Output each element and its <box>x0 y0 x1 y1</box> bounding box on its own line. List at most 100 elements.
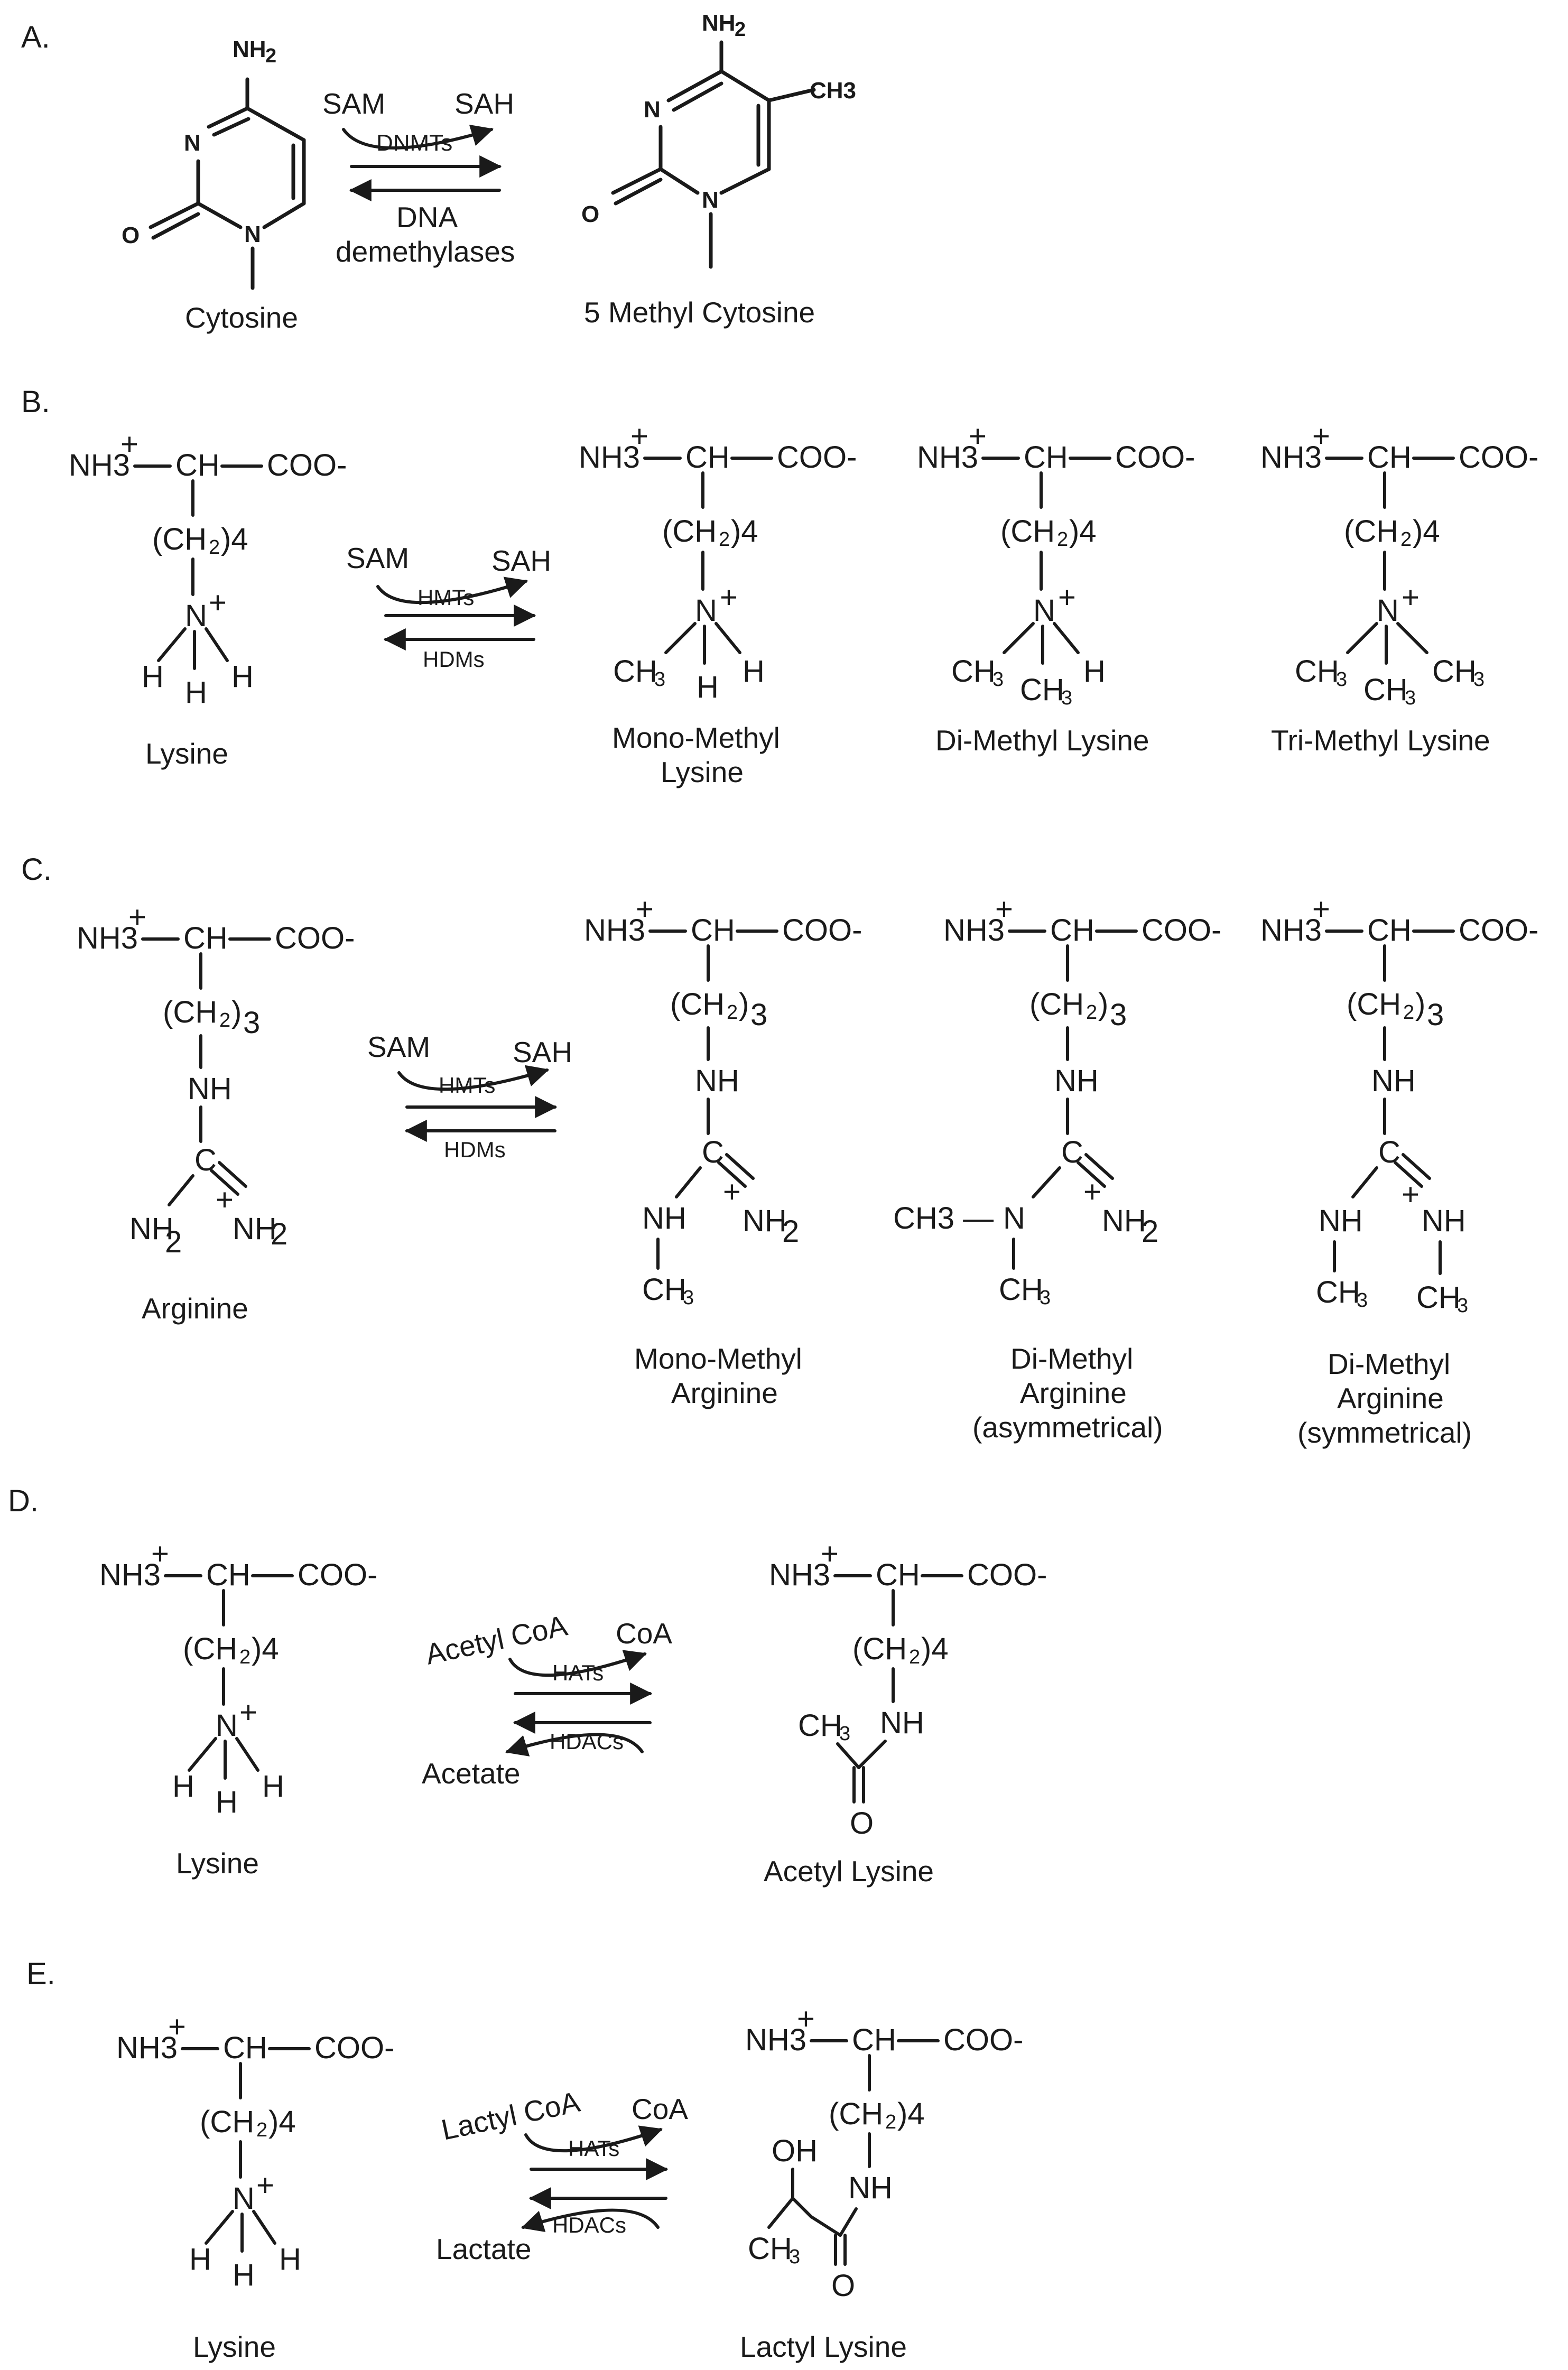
svg-text:+: + <box>1402 1177 1419 1212</box>
svg-text:COO-: COO- <box>275 921 355 955</box>
svg-text:(CH: (CH <box>152 522 207 556</box>
reaction-a-reverse-enzyme-1: DNA <box>396 201 458 234</box>
svg-text:CH: CH <box>1024 440 1068 475</box>
svg-text:N: N <box>185 599 207 633</box>
svg-text:N: N <box>233 2181 255 2216</box>
svg-text:Arginine: Arginine <box>1337 1382 1444 1415</box>
svg-text:NH: NH <box>233 1212 277 1246</box>
svg-text:Arginine: Arginine <box>1020 1377 1127 1409</box>
cytosine-o: O <box>122 222 140 248</box>
reaction-d: Acetyl CoA CoA HATs HDACs Acetate <box>422 1609 672 1790</box>
svg-text:3: 3 <box>243 1006 260 1040</box>
svg-text:2: 2 <box>1057 528 1068 551</box>
svg-text:Mono-Methyl: Mono-Methyl <box>612 721 780 754</box>
svg-text:CH: CH <box>798 1708 842 1743</box>
svg-text:+: + <box>168 2010 186 2044</box>
svg-text:CH: CH <box>1416 1280 1461 1315</box>
svg-text:CH: CH <box>1020 673 1064 707</box>
svg-text:NH: NH <box>642 1201 686 1235</box>
svg-text:CH: CH <box>206 1558 250 1592</box>
svg-text:+: + <box>821 1537 839 1571</box>
svg-text:CH: CH <box>642 1272 686 1307</box>
svg-text:2: 2 <box>1403 1001 1414 1024</box>
cytosine-structure: NH 2 N N O Cytosine <box>122 36 306 334</box>
svg-text:2: 2 <box>909 1646 920 1668</box>
symmetric-di-methyl-arginine-structure: NH3 + CH COO- (CH 2 ) 3 NH C NH + NH CH … <box>1260 892 1538 1449</box>
svg-text:Di-Methyl Lysine: Di-Methyl Lysine <box>935 724 1149 757</box>
svg-text:CH: CH <box>1295 654 1339 689</box>
svg-text:Tri-Methyl Lysine: Tri-Methyl Lysine <box>1271 724 1490 757</box>
svg-text:SAH: SAH <box>491 544 551 577</box>
svg-text:2: 2 <box>1142 1214 1158 1249</box>
svg-text:N: N <box>216 1708 238 1743</box>
svg-text:2: 2 <box>256 2119 267 2141</box>
svg-text:CH3 —: CH3 — <box>893 1201 994 1235</box>
svg-text:CH: CH <box>1367 440 1412 475</box>
svg-text:NH3: NH3 <box>769 1558 830 1592</box>
svg-text:2: 2 <box>782 1214 799 1249</box>
svg-text:): ) <box>739 987 749 1021</box>
svg-text:(CH: (CH <box>163 995 217 1029</box>
panel-a: A. NH 2 N N O Cytosine <box>21 10 856 334</box>
svg-text:): ) <box>1098 987 1108 1021</box>
svg-text:NH3: NH3 <box>917 440 978 475</box>
svg-text:(CH: (CH <box>1000 514 1055 549</box>
svg-text:3: 3 <box>839 1723 850 1745</box>
panel-e: E. NH3 + CH COO- (CH 2 )4 N + H H H Lysi… <box>26 1957 1023 2363</box>
svg-text:NH: NH <box>1319 1204 1363 1238</box>
svg-text:Acetyl CoA: Acetyl CoA <box>423 1609 570 1670</box>
svg-text:3: 3 <box>1357 1289 1368 1312</box>
reaction-a-sam: SAM <box>322 87 385 120</box>
svg-text:CH: CH <box>852 2023 896 2057</box>
svg-text:CH: CH <box>1432 654 1477 689</box>
svg-text:(CH: (CH <box>829 2097 883 2131</box>
methyl-cytosine-nh2-sub: 2 <box>735 18 746 41</box>
svg-text:3: 3 <box>1427 998 1444 1032</box>
svg-text:NH: NH <box>848 2171 893 2205</box>
svg-text:COO-: COO- <box>1459 440 1538 475</box>
svg-text:CH: CH <box>1050 913 1094 947</box>
svg-text:3: 3 <box>1405 687 1416 709</box>
svg-text:)4: )4 <box>1413 514 1440 549</box>
svg-text:+: + <box>216 1183 234 1217</box>
svg-text:+: + <box>1058 580 1076 615</box>
svg-text:(CH: (CH <box>1029 987 1084 1021</box>
svg-text:NH: NH <box>1371 1064 1416 1098</box>
svg-text:(CH: (CH <box>670 987 725 1021</box>
svg-text:COO-: COO- <box>267 448 347 482</box>
svg-text:2: 2 <box>1086 1001 1097 1024</box>
svg-text:Lysine: Lysine <box>661 756 744 788</box>
svg-text:2: 2 <box>1400 528 1412 551</box>
svg-text:H: H <box>1083 654 1106 689</box>
svg-text:+: + <box>720 580 738 615</box>
svg-text:(CH: (CH <box>200 2105 254 2139</box>
methyl-cytosine-n1: N <box>702 187 719 213</box>
tri-methyl-lysine-structure: NH3 + CH COO- (CH 2 )4 N + CH 3 CH 3 CH … <box>1260 419 1538 757</box>
svg-text:+: + <box>151 1537 169 1571</box>
svg-text:2: 2 <box>727 1001 738 1024</box>
svg-text:Lysine: Lysine <box>176 1847 259 1880</box>
svg-text:+: + <box>120 427 138 461</box>
svg-text:CH: CH <box>1316 1275 1360 1309</box>
panel-b: B. NH3 + CH COO- (CH 2 )4 N + H H H Lysi… <box>21 385 1538 788</box>
svg-text:)4: )4 <box>897 2097 925 2131</box>
svg-text:N: N <box>1377 593 1399 628</box>
svg-text:Di-Methyl: Di-Methyl <box>1010 1342 1133 1375</box>
svg-text:NH3: NH3 <box>1260 913 1322 947</box>
cytosine-n3: N <box>184 130 201 156</box>
reaction-a: SAM SAH DNMTs DNA demethylases <box>322 87 515 268</box>
svg-text:O: O <box>831 2269 855 2303</box>
svg-text:N: N <box>1033 593 1055 628</box>
svg-text:CoA: CoA <box>616 1617 672 1650</box>
svg-text:CH: CH <box>223 2031 267 2065</box>
svg-text:NH: NH <box>129 1212 174 1246</box>
svg-text:O: O <box>850 1806 874 1841</box>
lysine-b-name: Lysine <box>145 737 228 770</box>
svg-text:CH: CH <box>999 1272 1043 1307</box>
svg-text:3: 3 <box>789 2246 800 2268</box>
svg-text:(CH: (CH <box>1344 514 1398 549</box>
svg-text:NH: NH <box>743 1204 787 1238</box>
svg-text:NH3: NH3 <box>69 448 130 482</box>
svg-text:Lactyl CoA: Lactyl CoA <box>439 2085 583 2146</box>
